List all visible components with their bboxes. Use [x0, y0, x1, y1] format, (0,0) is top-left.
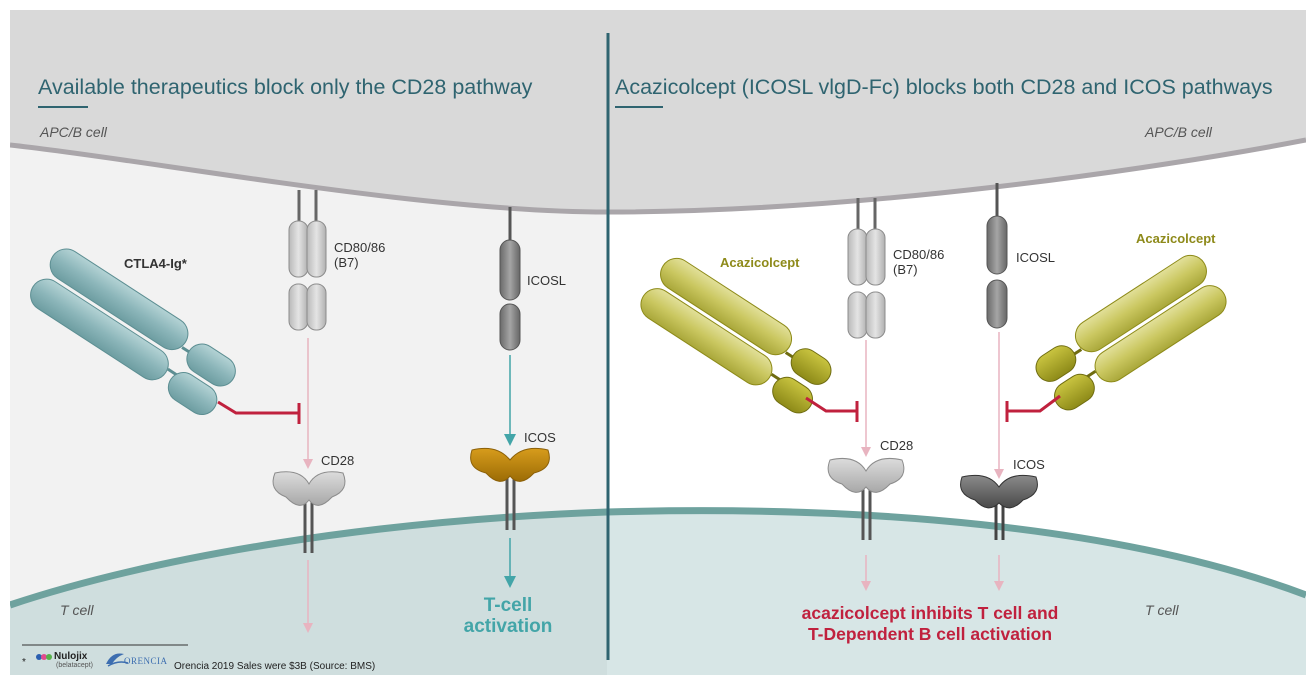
left-apc-label: APC/B cell [40, 124, 107, 140]
right-tcell-label: T cell [1145, 602, 1179, 618]
left-inhibition-bar [217, 400, 301, 424]
nulojix-logo [36, 654, 52, 660]
orencia-brand: ORENCIA [124, 656, 168, 666]
left-cd28-receptor [272, 471, 346, 553]
right-apc-label: APC/B cell [1145, 124, 1212, 140]
left-icosl [499, 207, 521, 351]
ctla4-ig-label: CTLA4-Ig* [124, 256, 187, 271]
nulojix-brand: Nulojix [54, 651, 88, 662]
right-icos-receptor [960, 474, 1038, 540]
left-icos-label: ICOS [524, 430, 556, 445]
left-cd80-label: CD80/86 (B7) [334, 240, 385, 270]
right-tcell-membrane [607, 507, 1306, 599]
footnote-text: Orencia 2019 Sales were $3B (Source: BMS… [174, 661, 376, 672]
left-title-underline [38, 106, 88, 108]
left-ctla4-antibody [30, 248, 236, 416]
right-icosl-label: ICOSL [1016, 250, 1056, 265]
left-outcome: T-cell activation [458, 595, 558, 637]
right-acazicolcept-label-right: Acazicolcept [1136, 231, 1216, 246]
left-icosl-label: ICOSL [527, 273, 567, 288]
right-icos-label: ICOS [1013, 457, 1045, 472]
right-icos-inhibition-bar [1005, 394, 1061, 422]
right-cd80-label-line1: CD80/86 [893, 247, 945, 262]
right-apc-membrane [607, 137, 1306, 215]
right-cd80-receptor [847, 198, 886, 339]
left-icos-receptor [470, 447, 550, 530]
right-cd80-label: CD80/86 (B7) [893, 247, 944, 277]
right-outcome-line1: acazicolcept inhibits T cell and [801, 603, 1059, 623]
left-apc-cell [10, 10, 607, 212]
right-cd28-label: CD28 [880, 438, 914, 453]
right-acazicolcept-right [1035, 254, 1227, 411]
left-cd80-label-line1: CD80/86 [334, 240, 386, 255]
right-cd28-receptor [827, 457, 905, 540]
right-acazicolcept-label-left: Acazicolcept [720, 255, 800, 270]
right-apc-cell [607, 10, 1306, 212]
left-cd80-label-line2: (B7) [334, 255, 359, 270]
right-outcome-line2: T-Dependent B cell activation [807, 624, 1053, 644]
left-tcell-membrane [10, 508, 607, 609]
left-cd28-label: CD28 [321, 453, 355, 468]
right-cd28-inhibition-bar [805, 396, 859, 422]
right-title-underline [615, 106, 663, 108]
left-outcome-line2: activation [463, 616, 553, 637]
right-panel-title: Acazicolcept (ICOSL vlgD-Fc) blocks both… [615, 75, 1273, 99]
right-tcell [607, 510, 1306, 675]
right-icosl [986, 183, 1008, 329]
left-outcome-line1: T-cell [483, 595, 533, 616]
left-apc-membrane [10, 142, 607, 215]
nulojix-generic: (belatacept) [56, 662, 93, 669]
right-outcome: acazicolcept inhibits T cell and T-Depen… [760, 603, 1100, 645]
left-tcell-label: T cell [60, 602, 94, 618]
orencia-logo [106, 653, 129, 667]
footnote-marker: * [22, 657, 26, 668]
left-panel-title: Available therapeutics block only the CD… [38, 75, 533, 99]
right-acazicolcept-left [640, 257, 832, 414]
left-cd80-receptor [288, 190, 327, 331]
right-cd80-label-line2: (B7) [893, 262, 918, 277]
